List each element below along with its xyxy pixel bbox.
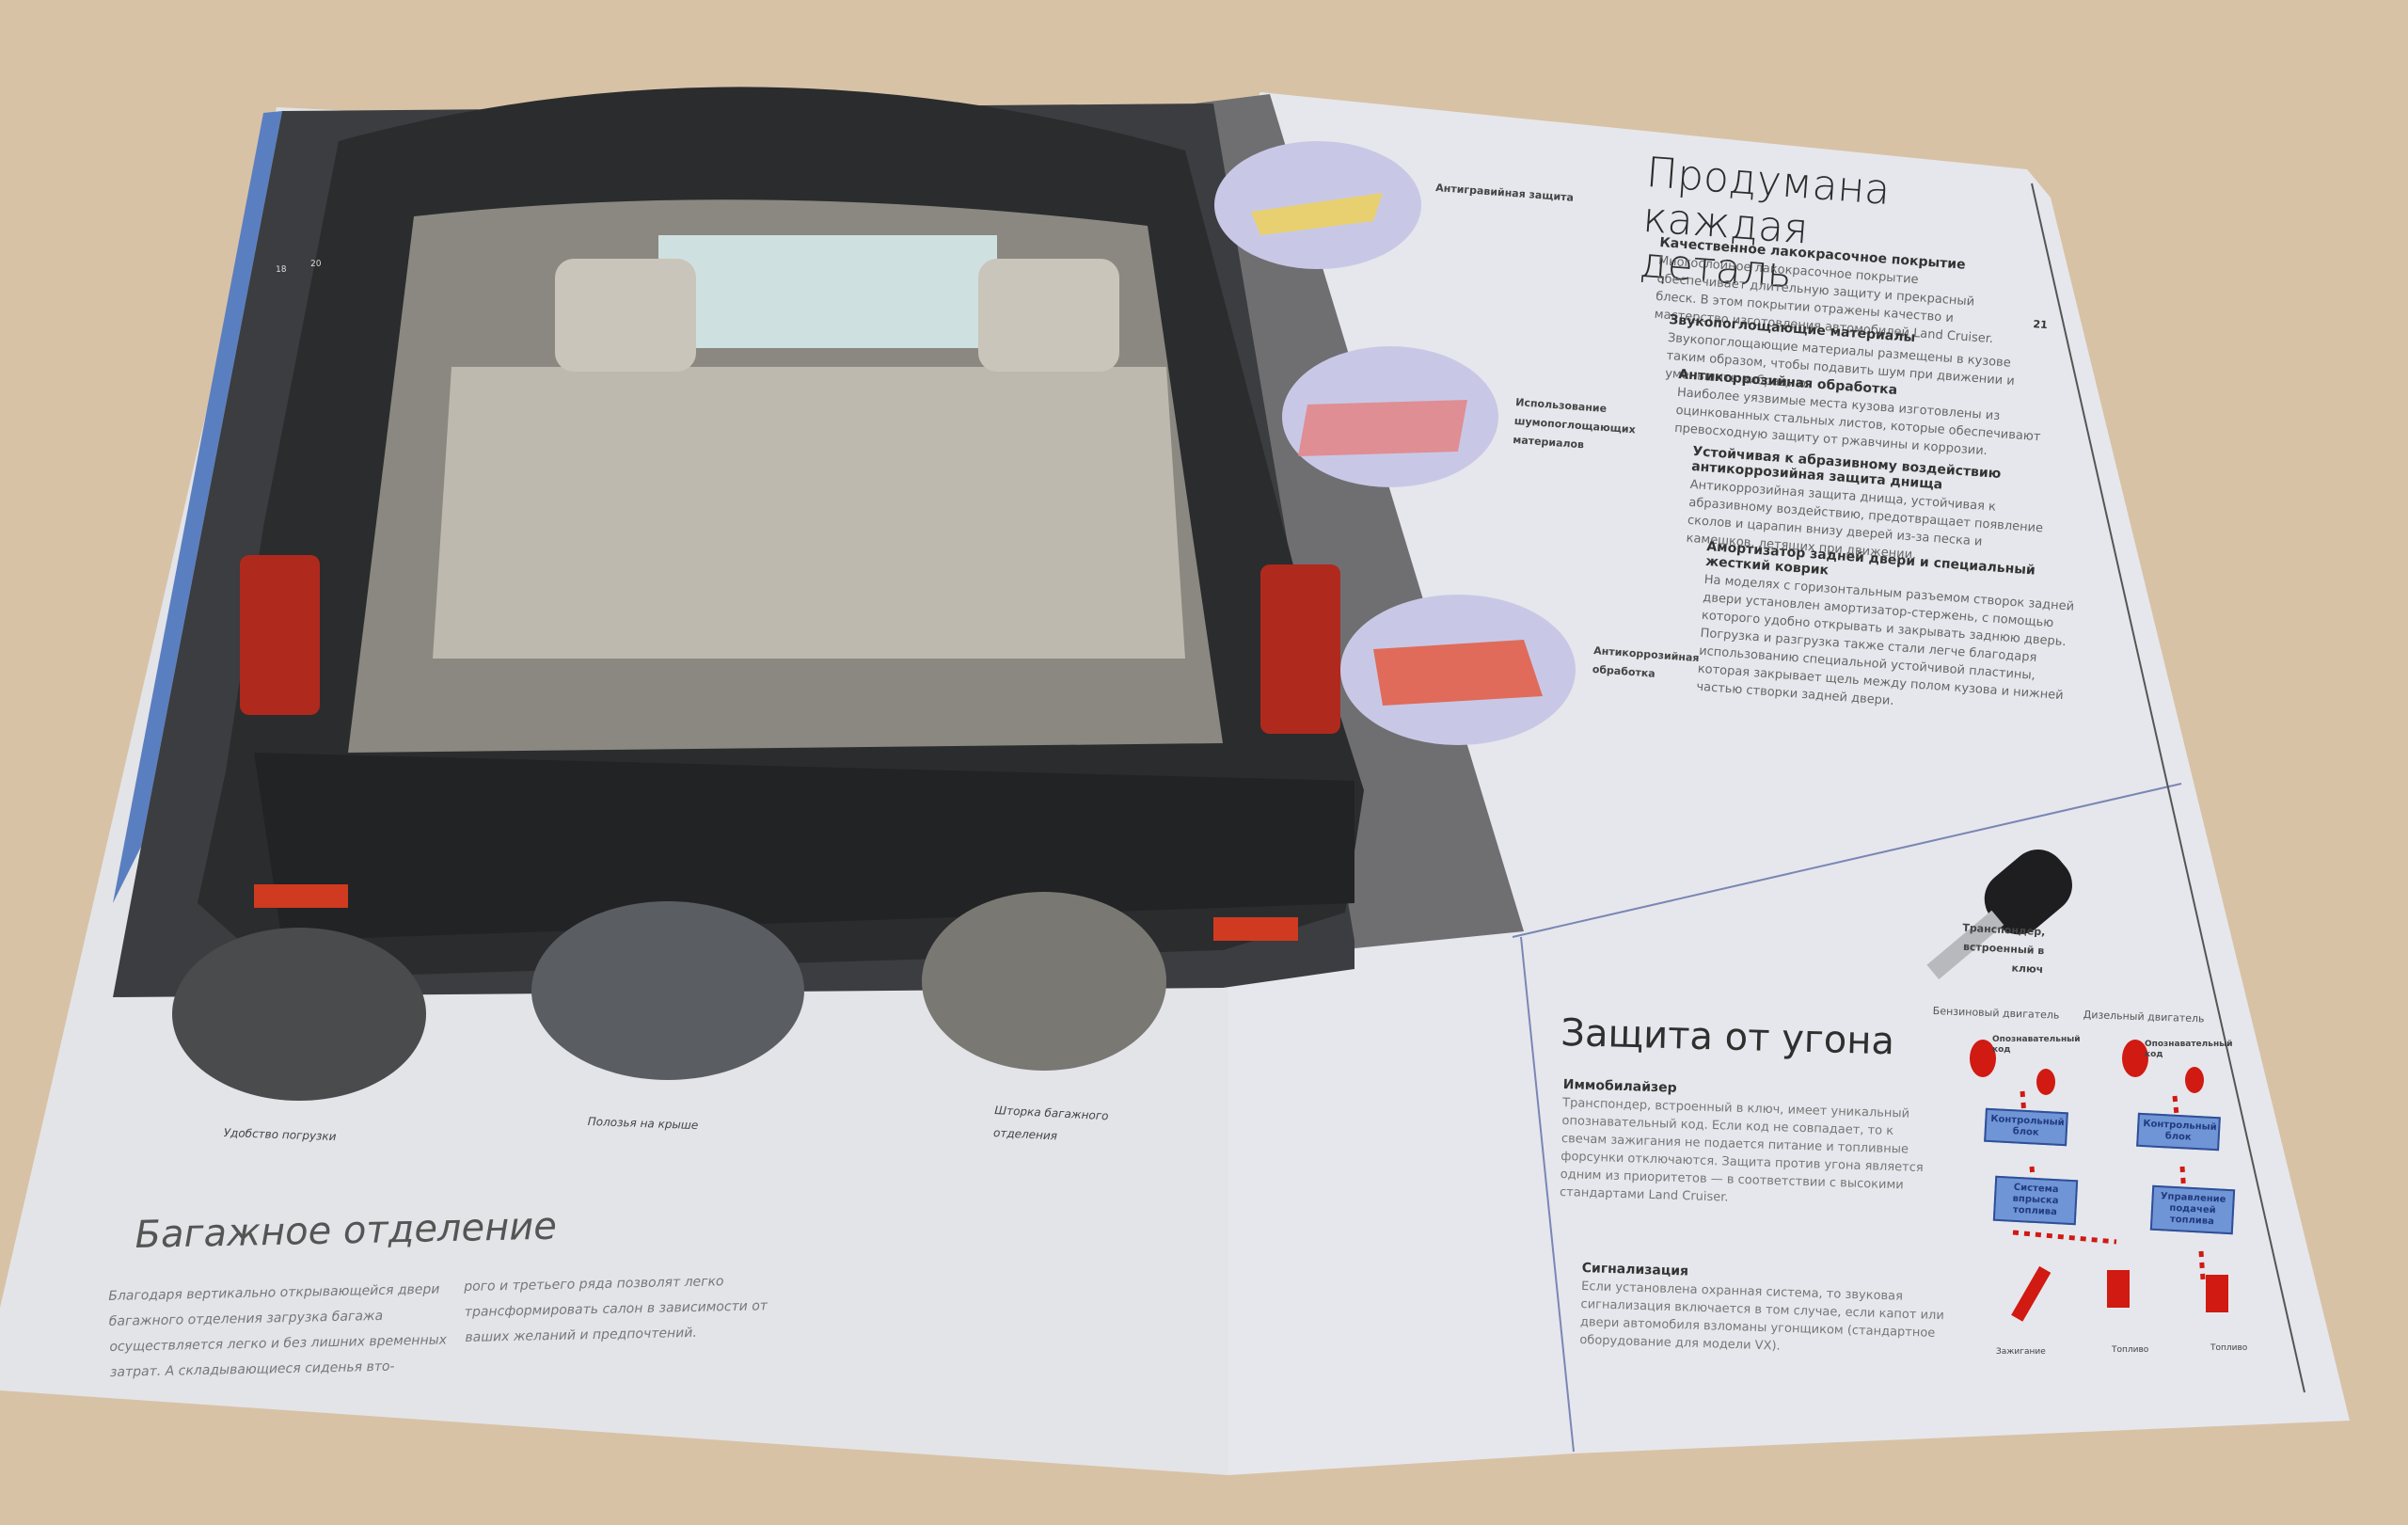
fuel-label-diesel: Топливо	[2210, 1343, 2248, 1353]
left-body-col2: рого и третьего ряда позволят легко тран…	[464, 1274, 768, 1345]
taillight-right	[1260, 564, 1340, 734]
section-immobilizer: Иммобилайзер Транспондер, встроенный в к…	[1560, 1077, 1940, 1213]
section-text: Если установлена охранная система, то зв…	[1579, 1279, 1944, 1354]
caption-tonneau: Шторка багажного отделения	[992, 1103, 1109, 1143]
reflector-left	[254, 884, 348, 908]
reflector-right	[1213, 917, 1298, 941]
ignition-label: Зажигание	[1996, 1347, 2046, 1357]
section-tailgate: Амортизатор задней двери и специальный ж…	[1696, 539, 2083, 723]
control-unit-diesel: Контрольный блок	[2136, 1112, 2221, 1152]
headrest-right	[978, 259, 1119, 372]
caption-sound: Использование шумопоглощающих материалов	[1512, 395, 1637, 452]
page-edge	[113, 111, 282, 903]
taillight-left	[240, 555, 320, 715]
key-symbols	[1970, 1040, 2228, 1322]
page-number-18: 18	[276, 264, 287, 275]
fuel-label-petrol: Топливо	[2112, 1345, 2149, 1355]
bumper	[254, 753, 1354, 941]
control-unit-petrol: Контрольный блок	[1984, 1107, 2068, 1147]
photo-loading	[172, 928, 426, 1101]
divider-diagonal	[1512, 783, 2182, 938]
left-page-title: Багажное отделение	[135, 1204, 558, 1257]
photo-tonneau	[922, 892, 1166, 1071]
code-label-petrol: Опознавательный код	[1992, 1035, 2081, 1055]
page-number-20: 20	[310, 259, 322, 269]
divider-vertical	[1520, 936, 1575, 1453]
right-page	[1228, 92, 2350, 1475]
section-alarm: Сигнализация Если установлена охранная с…	[1579, 1261, 1968, 1361]
headrest-left	[555, 259, 696, 372]
rear-window	[658, 235, 997, 348]
page-right-margin-line	[2031, 183, 2305, 1393]
caption-key: Транспондер, встроенный в ключ	[1962, 921, 2046, 977]
seat-backs	[433, 367, 1185, 659]
photo-roof-rails	[531, 901, 804, 1080]
left-body-col1: Благодаря вертикально открывающейся двер…	[108, 1281, 448, 1380]
injection-system-box: Система впрыска топлива	[1992, 1175, 2079, 1226]
theft-title: Защита от угона	[1560, 1011, 1895, 1064]
fuel-control-box: Управление подачей топлива	[2149, 1184, 2236, 1235]
key-icon	[1926, 850, 2072, 979]
caption-anticorrosion: Антикоррозийная обработка	[1592, 643, 1700, 680]
section-text: Транспондер, встроенный в ключ, имеет ун…	[1559, 1095, 1924, 1205]
page-number-21: 21	[2033, 318, 2049, 332]
code-label-diesel: Опознавательный код	[2145, 1040, 2233, 1059]
